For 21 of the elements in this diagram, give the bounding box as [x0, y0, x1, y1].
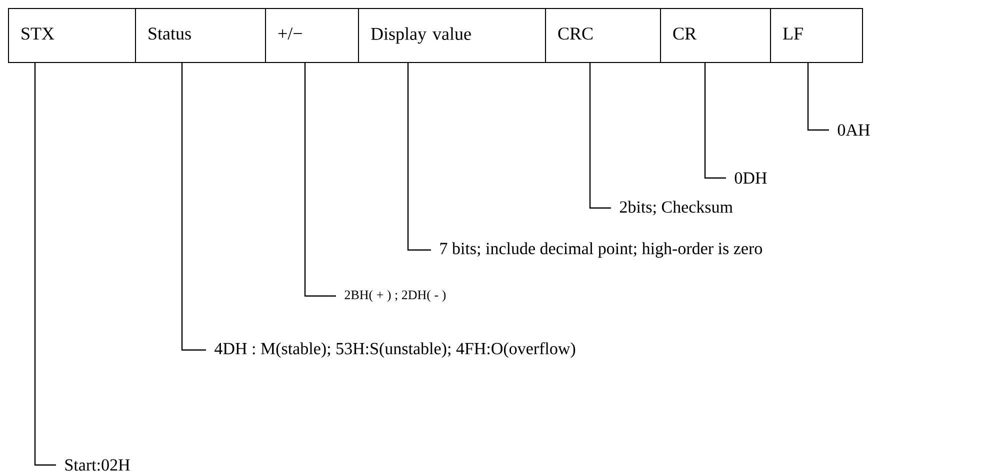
leader-text: 2BH( + ) ; 2DH( - ) [344, 290, 446, 302]
leader-text: Start:02H [65, 459, 130, 471]
field-cell: CR [660, 8, 772, 63]
leader-line [807, 63, 830, 131]
leader-text: 2bits; Checksum [620, 200, 733, 216]
leader-line [704, 63, 726, 179]
leader-line [34, 63, 56, 466]
leader-line [589, 63, 611, 209]
leader-line [407, 63, 431, 251]
leader-text: 4DH : M(stable); 53H:S(unstable); 4FH:O(overflow) [214, 342, 576, 358]
leader-text: 7 bits; include decimal point; high-order is zero [440, 242, 762, 258]
field-cell: CRC [545, 8, 661, 63]
leader-text: 0AH [838, 124, 870, 136]
field-cell: Status [135, 8, 266, 63]
leader-line [181, 63, 206, 351]
field-cell: Display value [358, 8, 546, 63]
field-cell: +/− [265, 8, 359, 63]
leader-line [304, 63, 336, 297]
field-cell: LF [770, 8, 864, 63]
leader-text: 0DH [734, 172, 767, 184]
field-cell: STX [8, 8, 136, 63]
